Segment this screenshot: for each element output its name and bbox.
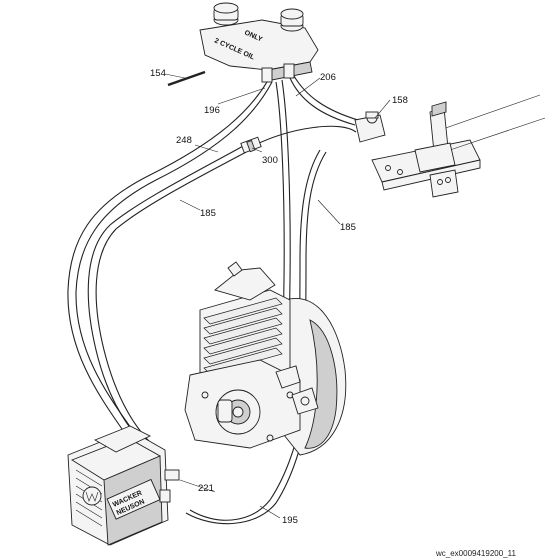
leader-lines — [164, 73, 391, 519]
air-filter-housing: WACKER NEUSON — [67, 425, 180, 546]
callout-221: 221 — [198, 483, 214, 494]
callout-labels: 154 196 206 158 248 300 185 185 221 195 — [150, 68, 408, 526]
hose-fitting-300 — [240, 136, 262, 154]
callout-196: 196 — [204, 105, 220, 116]
cooling-fins — [203, 297, 283, 375]
engine-assembly — [184, 261, 347, 456]
callout-248: 248 — [176, 135, 192, 146]
part-154-rod — [167, 70, 206, 87]
callout-185-right: 185 — [340, 222, 356, 233]
callout-195: 195 — [282, 515, 298, 526]
mounting-bracket-assembly — [371, 94, 546, 198]
callout-206: 206 — [320, 72, 336, 83]
bracket-158 — [354, 111, 386, 143]
callout-158: 158 — [392, 95, 408, 106]
brand-plate: WACKER NEUSON — [106, 478, 161, 520]
oil-tank: 2 CYCLE OIL ONLY — [199, 2, 319, 83]
callout-300: 300 — [262, 155, 278, 166]
drawing-reference: wc_ex0009419200_11 — [435, 549, 516, 558]
callout-185-left: 185 — [200, 208, 216, 219]
callout-154: 154 — [150, 68, 166, 79]
